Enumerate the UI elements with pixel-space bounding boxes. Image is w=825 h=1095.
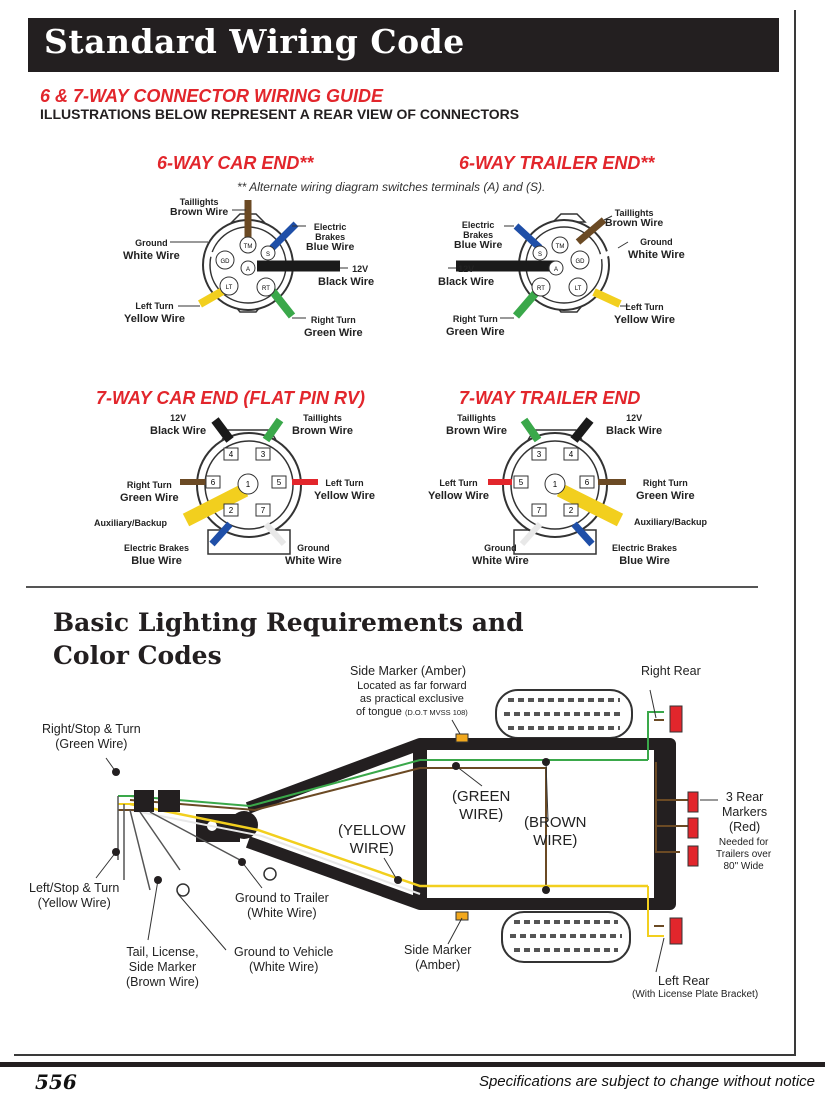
pin-label: TM [244,244,253,250]
pin-label: 5 [277,478,282,487]
pin-label: 2 [569,506,574,515]
trailer-lighting-diagram [95,689,718,973]
seven-way-car-title: 7-WAY CAR END (FLAT PIN RV) [96,388,365,408]
seven-way-car-connector: 4 3 6 5 2 7 1 [180,417,318,555]
guide-title: 6 & 7-WAY CONNECTOR WIRING GUIDE [40,86,384,106]
pin-label: 1 [246,480,251,489]
marker-lamp [687,845,699,867]
footer-note: Specifications are subject to change wit… [478,1073,815,1090]
pin-label: A [246,267,250,273]
pin-label: 5 [519,478,524,487]
pin-label: LT [226,285,233,291]
seven-way-trailer-title: 7-WAY TRAILER END [459,388,641,408]
pin-label: LT [575,286,582,292]
six-way-trailer-title: 6-WAY TRAILER END** [459,153,655,173]
ground-trailer-label: Ground to Trailer(White Wire) [235,891,329,920]
page-title: Standard Wiring Code [44,22,465,61]
page-frame [14,10,796,1056]
pin-label: TM [556,244,565,250]
left-stop-label: Left/Stop & Turn(Yellow Wire) [29,881,120,910]
pin-label: 3 [537,450,542,459]
pin-label: S [538,252,542,258]
pin-label: 4 [569,450,574,459]
side-marker-lamp [455,911,469,921]
alternate-wiring-note: ** Alternate wiring diagram switches ter… [237,180,546,194]
pin-label: 7 [261,506,266,515]
pin-label: RT [537,286,545,292]
guide-subtitle: ILLUSTRATIONS BELOW REPRESENT A REAR VIE… [40,106,520,122]
pin-label: 6 [211,478,216,487]
rear-lamp [669,917,683,945]
right-rear-label: Right Rear [641,664,701,678]
right-stop-label: Right/Stop & Turn(Green Wire) [42,722,141,751]
section-divider [26,586,758,588]
pin-label: 3 [261,450,266,459]
tire-bottom [501,911,631,963]
tire-top [495,689,633,739]
pin-label: RT [262,286,270,292]
six-way-car-connector: TM S GD A LT RT [170,200,348,319]
pin-label: 2 [229,506,234,515]
footer-bar [0,1062,825,1067]
pin-label: 4 [229,450,234,459]
pin-label: 7 [537,506,542,515]
left-rear-note: (With License Plate Bracket) [632,989,759,1000]
side-marker-lamp [455,733,469,743]
six-way-trailer-connector: S TM GD A RT LT [448,213,630,319]
pin-label: GD [221,259,231,265]
page-number: 556 [35,1070,77,1094]
pin-label: GD [576,259,586,265]
pin-label: S [266,252,270,258]
pin-label: 1 [553,480,558,489]
side-marker-bottom-label: Side Marker(Amber) [404,943,472,972]
side-marker-top-label: Side Marker (Amber) [350,664,466,678]
tail-license-label: Tail, License,Side Marker(Brown Wire) [126,945,199,989]
seven-way-trailer-connector: 3 4 5 6 7 2 1 [488,417,626,555]
pin-label: A [554,267,558,273]
six-way-car-title: 6-WAY CAR END** [157,153,314,173]
seven-car-aux-label: Auxiliary/Backup [94,518,168,528]
marker-lamp [687,817,699,839]
marker-lamp [687,791,699,813]
pin-label: 6 [585,478,590,487]
rear-lamp [669,705,683,733]
seven-trailer-aux-label: Auxiliary/Backup [634,517,708,527]
title-bar [28,18,779,72]
ground-vehicle-label: Ground to Vehicle(White Wire) [234,945,334,974]
left-rear-label: Left Rear [658,974,710,988]
